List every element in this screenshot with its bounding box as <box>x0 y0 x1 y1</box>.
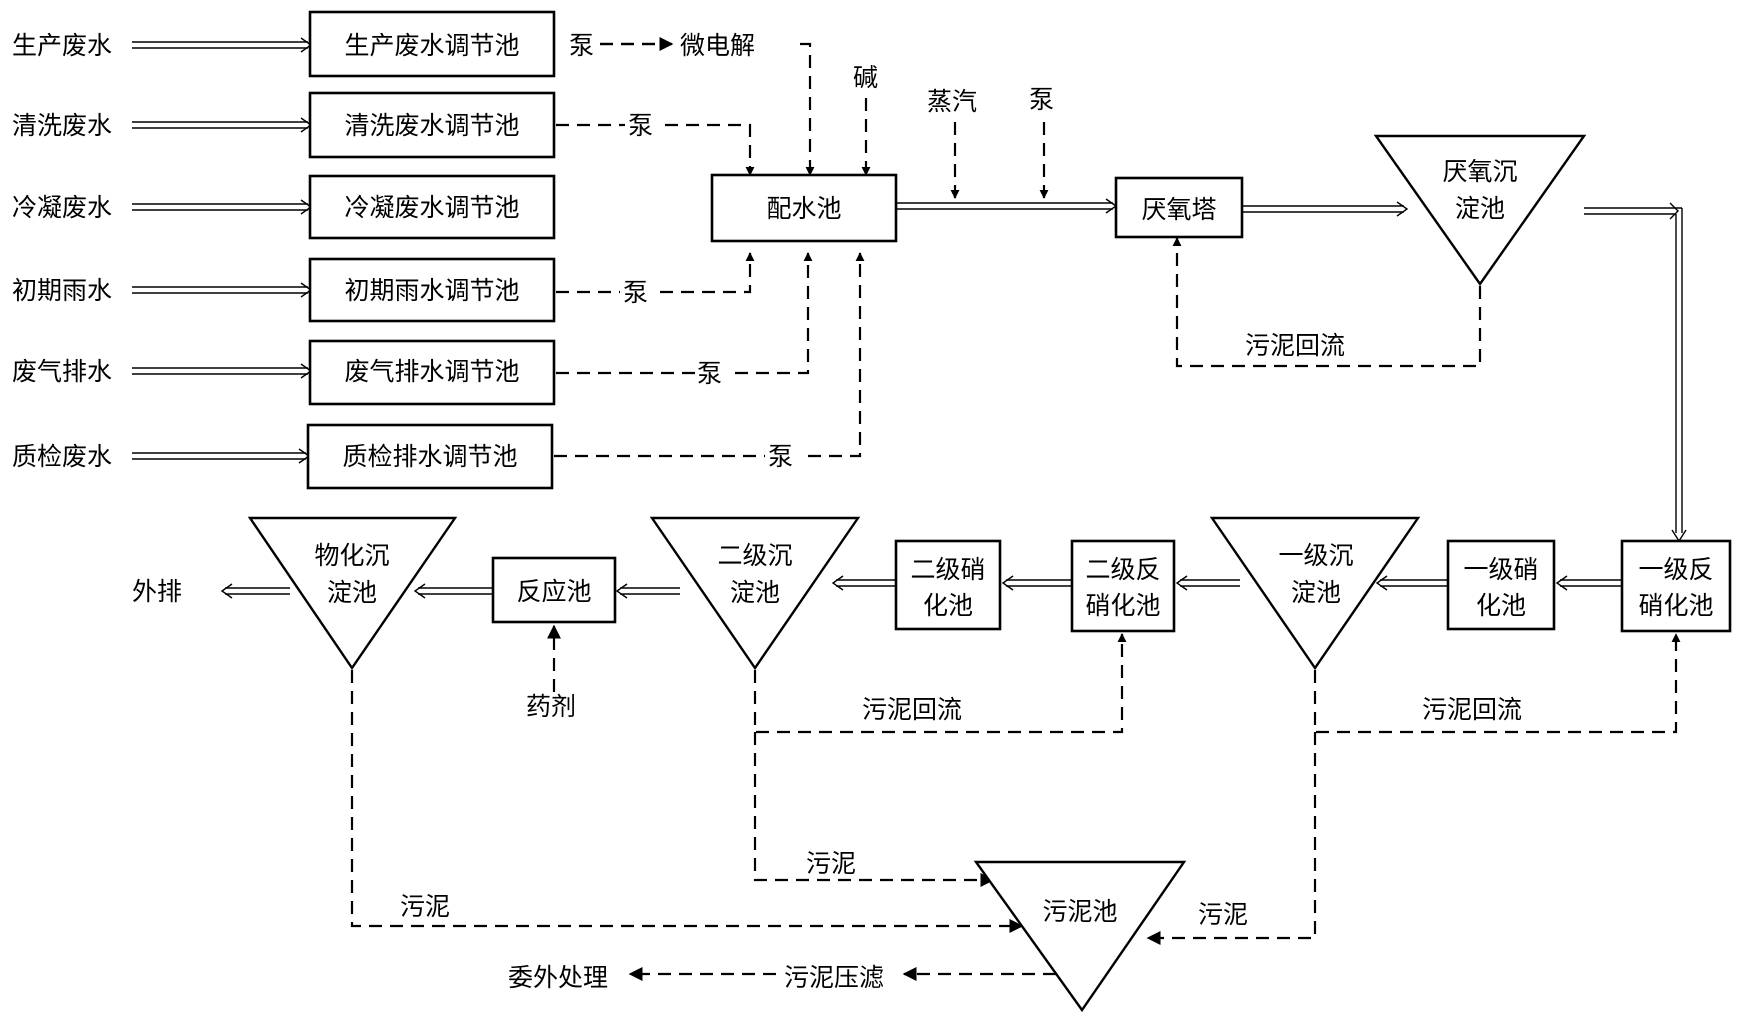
primary-nitrification-tank: 一级硝 化池 <box>1446 539 1556 631</box>
flow-nit2-to-settler-2 <box>831 575 896 591</box>
svg-text:化池: 化池 <box>923 591 973 620</box>
svg-text:一级硝: 一级硝 <box>1463 555 1538 584</box>
sludge-return-primary: 污泥回流 <box>1313 633 1681 734</box>
pump-line-cleaning: 泵 <box>556 111 755 176</box>
tank-exhaust-gas-drainage: 废气排水调节池 <box>308 339 556 406</box>
flow-denit2-to-nit-2 <box>1001 575 1072 591</box>
primary-denitrification-tank: 一级反 硝化池 <box>1620 539 1732 633</box>
sludge-line-primary: 污泥 <box>1146 732 1317 945</box>
svg-text:一级沉: 一级沉 <box>1278 541 1353 570</box>
svg-text:硝化池: 硝化池 <box>1638 591 1713 620</box>
svg-text:淀池: 淀池 <box>1291 578 1341 607</box>
flow-reaction-to-physchem <box>413 583 493 599</box>
tank-condensate-wastewater: 冷凝废水调节池 <box>308 174 556 240</box>
flow-physchem-to-discharge <box>220 583 290 599</box>
svg-text:污泥池: 污泥池 <box>1042 897 1117 926</box>
source-condensate-wastewater: 冷凝废水 <box>12 193 112 222</box>
svg-text:清洗废水调节池: 清洗废水调节池 <box>344 111 519 140</box>
pump-label: 泵 <box>768 442 793 471</box>
tank-initial-rainwater: 初期雨水调节池 <box>308 257 556 323</box>
svg-text:生产废水调节池: 生产废水调节池 <box>344 31 519 60</box>
svg-text:二级沉: 二级沉 <box>717 541 792 570</box>
secondary-nitrification-tank: 二级硝 化池 <box>894 539 1002 631</box>
secondary-denitrification-tank: 二级反 硝化池 <box>1070 539 1176 633</box>
micro-electrolysis-to-mixing <box>800 42 815 176</box>
svg-text:废气排水调节池: 废气排水调节池 <box>344 357 519 386</box>
sludge-return-label: 污泥回流 <box>1245 331 1345 360</box>
pump-label: 泵 <box>697 359 722 388</box>
discharge-label: 外排 <box>132 577 182 606</box>
sludge-line-physchem: 污泥 <box>350 670 1024 933</box>
flow-anaerobic-to-settler <box>1242 201 1409 217</box>
sludge-return-label: 污泥回流 <box>1422 695 1522 724</box>
tank-production-wastewater: 生产废水调节池 <box>308 10 556 78</box>
micro-electrolysis-label: 微电解 <box>680 31 755 60</box>
svg-text:厌氧塔: 厌氧塔 <box>1141 195 1216 224</box>
anaerobic-settler: 厌氧沉 淀池 <box>1373 134 1587 287</box>
svg-text:淀池: 淀池 <box>730 578 780 607</box>
pump-label: 泵 <box>623 278 648 307</box>
sludge-label: 污泥 <box>1198 900 1248 929</box>
physchem-settler: 物化沉 淀池 <box>247 516 458 671</box>
alkali-label: 碱 <box>853 63 878 92</box>
svg-text:物化沉: 物化沉 <box>314 541 389 570</box>
pump-line-rainwater: 泵 <box>556 252 755 307</box>
anaerobic-tower: 厌氧塔 <box>1114 176 1244 239</box>
sludge-label: 污泥 <box>806 849 856 878</box>
mixing-tank: 配水池 <box>710 173 898 243</box>
sludge-label: 污泥 <box>400 892 450 921</box>
sludge-tank: 污泥池 <box>973 860 1187 1013</box>
pump-line-exhaust: 泵 <box>556 252 813 388</box>
steam-label: 蒸汽 <box>927 87 977 116</box>
source-qc-wastewater: 质检废水 <box>12 442 112 471</box>
svg-text:二级硝: 二级硝 <box>910 555 985 584</box>
pump-label: 泵 <box>1029 85 1054 114</box>
svg-text:初期雨水调节池: 初期雨水调节池 <box>344 276 519 305</box>
flow-settler1-to-denit-2 <box>1175 575 1240 591</box>
sludge-return-label: 污泥回流 <box>862 695 962 724</box>
sludge-press-label: 污泥压滤 <box>784 963 884 992</box>
flow-settler-to-denitrification <box>1584 202 1687 543</box>
svg-text:厌氧沉: 厌氧沉 <box>1442 157 1517 186</box>
sludge-return-secondary: 污泥回流 <box>753 633 1127 734</box>
svg-text:质检排水调节池: 质检排水调节池 <box>342 442 517 471</box>
pump-label: 泵 <box>569 31 594 60</box>
pump-line-production: 泵 <box>569 31 674 60</box>
sludge-return-anaerobic: 污泥回流 <box>1172 237 1482 368</box>
source-initial-rainwater: 初期雨水 <box>12 276 112 305</box>
tank-cleaning-wastewater: 清洗废水调节池 <box>308 91 556 159</box>
svg-text:二级反: 二级反 <box>1085 555 1160 584</box>
flow-nit-to-settler-1 <box>1375 575 1448 591</box>
svg-text:反应池: 反应池 <box>516 577 591 606</box>
svg-text:冷凝废水调节池: 冷凝废水调节池 <box>344 193 519 222</box>
svg-text:配水池: 配水池 <box>766 194 841 223</box>
pump-label: 泵 <box>628 111 653 140</box>
secondary-settler: 二级沉 淀池 <box>649 516 861 671</box>
flow-settler2-to-reaction <box>615 583 680 599</box>
source-exhaust-gas-drainage: 废气排水 <box>12 357 112 386</box>
svg-text:硝化池: 硝化池 <box>1085 591 1160 620</box>
sludge-press-line: 污泥压滤 <box>628 963 1056 992</box>
flow-denit-to-nit-1 <box>1555 575 1622 591</box>
svg-text:一级反: 一级反 <box>1638 555 1713 584</box>
svg-text:淀池: 淀池 <box>327 578 377 607</box>
outsourced-treatment-label: 委外处理 <box>508 963 608 992</box>
tank-qc-drainage: 质检排水调节池 <box>306 423 554 490</box>
flow-mixing-to-anaerobic <box>896 198 1118 214</box>
source-cleaning-wastewater: 清洗废水 <box>12 111 112 140</box>
primary-settler: 一级沉 淀池 <box>1209 516 1421 671</box>
reaction-tank: 反应池 <box>491 556 617 624</box>
pump-line-qc: 泵 <box>554 252 865 471</box>
reagent-label: 药剂 <box>526 692 576 721</box>
svg-text:淀池: 淀池 <box>1455 194 1505 223</box>
sludge-line-secondary: 污泥 <box>753 732 995 887</box>
source-inflow-arrows <box>132 37 313 464</box>
svg-text:化池: 化池 <box>1476 591 1526 620</box>
source-production-wastewater: 生产废水 <box>12 31 112 60</box>
